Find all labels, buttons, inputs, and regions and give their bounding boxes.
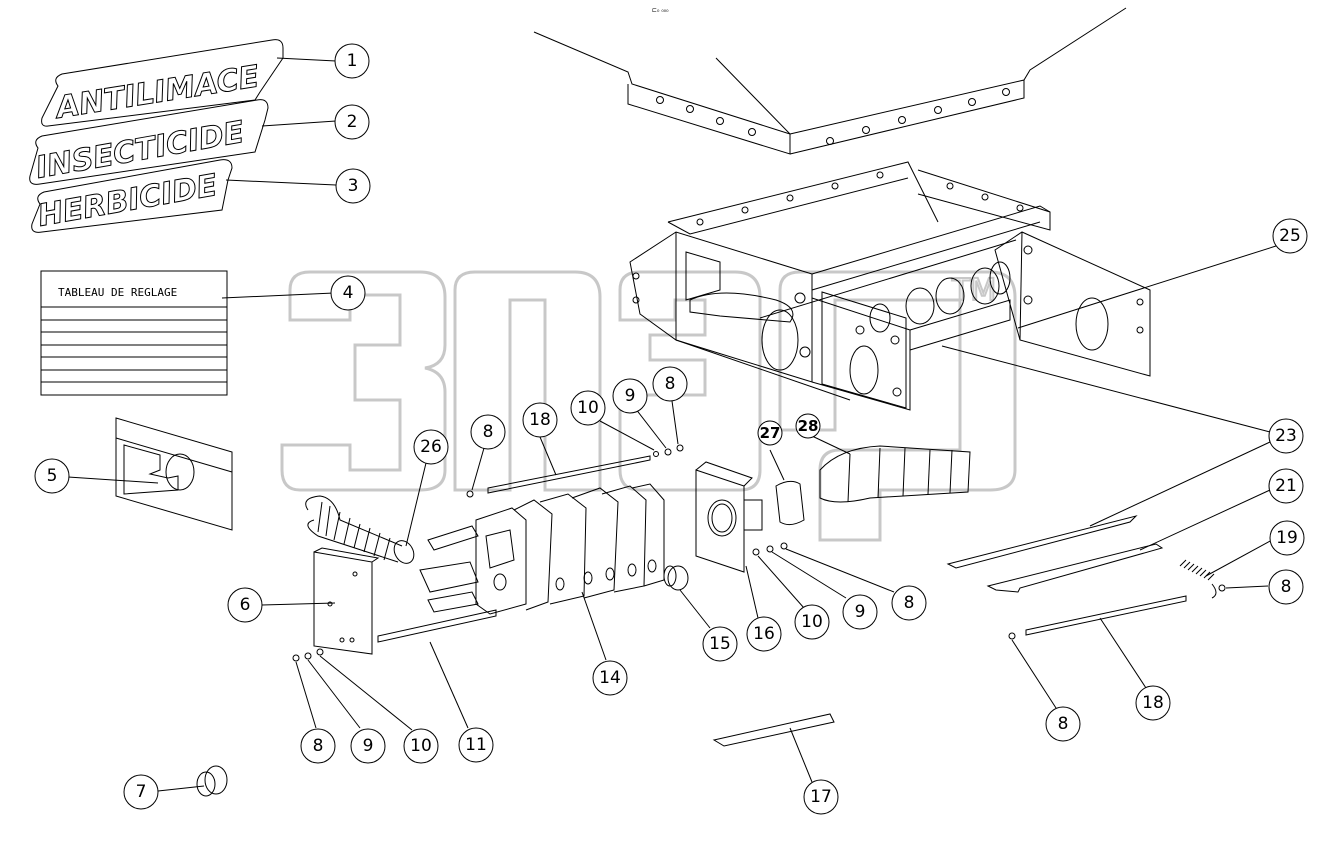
- callout-10-upper: 10: [570, 390, 606, 426]
- svg-text:7: 7: [136, 782, 147, 802]
- callout-8-upper-left: 8: [470, 414, 506, 450]
- svg-text:8: 8: [313, 736, 324, 756]
- svg-text:17: 17: [810, 787, 832, 807]
- callout-10-middle: 10: [794, 604, 830, 640]
- svg-text:5: 5: [47, 466, 58, 486]
- main-body-frame: [629, 161, 1151, 411]
- callout-26: 26: [413, 429, 449, 465]
- svg-text:16: 16: [753, 624, 775, 644]
- part-19-spring: [1179, 559, 1217, 599]
- callout-9-upper: 9: [612, 378, 648, 414]
- callout-2: 2: [334, 104, 370, 140]
- svg-text:8: 8: [483, 422, 494, 442]
- callout-15: 15: [702, 626, 738, 662]
- part-6-plate: [313, 547, 380, 655]
- fasteners: [292, 444, 1226, 662]
- callout-11: 11: [458, 727, 494, 763]
- svg-text:8: 8: [1058, 714, 1069, 734]
- part-16-flange-plate: [695, 461, 763, 573]
- svg-text:6: 6: [240, 595, 251, 615]
- callout-8-right-bottom: 8: [1045, 706, 1081, 742]
- svg-text:28: 28: [798, 417, 819, 435]
- svg-text:18: 18: [529, 410, 551, 430]
- svg-text:10: 10: [801, 612, 823, 632]
- part-26-corrugated-hose: [305, 495, 415, 564]
- svg-text:10: 10: [410, 736, 432, 756]
- callout-17: 17: [803, 779, 839, 815]
- callout-9-middle: 9: [842, 594, 878, 630]
- svg-text:21: 21: [1275, 476, 1297, 496]
- svg-text:10: 10: [577, 398, 599, 418]
- part-11-rod: [377, 609, 497, 643]
- callout-4: 4: [330, 275, 366, 311]
- svg-text:8: 8: [904, 593, 915, 613]
- part-18-rod-right: [1025, 595, 1187, 636]
- callout-18-right: 18: [1135, 685, 1171, 721]
- svg-text:4: 4: [343, 283, 354, 303]
- svg-text:26: 26: [420, 437, 442, 457]
- svg-text:25: 25: [1279, 226, 1301, 246]
- callout-9-left-bottom: 9: [350, 728, 386, 764]
- part-23-blade: [946, 515, 1138, 569]
- part-28-hose: [819, 445, 971, 503]
- svg-text:8: 8: [1281, 577, 1292, 597]
- callout-10-left-bottom: 10: [403, 728, 439, 764]
- callout-27: 27: [757, 420, 783, 446]
- callout-8-middle: 8: [891, 585, 927, 621]
- part-21-angle-strip: [986, 543, 1164, 593]
- settings-table-plate: TABLEAU DE REGLAGE: [40, 270, 228, 396]
- svg-text:9: 9: [625, 386, 636, 406]
- svg-text:23: 23: [1275, 426, 1297, 446]
- callout-14: 14: [592, 660, 628, 696]
- svg-text:11: 11: [465, 735, 487, 755]
- part-27-sleeve: [775, 480, 805, 526]
- callout-25: 25: [1272, 218, 1308, 254]
- watermark-logo: TM: [280, 270, 1017, 542]
- part-14-metering-unit: [419, 483, 665, 615]
- svg-text:27: 27: [760, 424, 781, 442]
- callout-8-left-bottom: 8: [300, 728, 336, 764]
- part-5-label-plate: [115, 417, 233, 531]
- svg-text:8: 8: [665, 374, 676, 394]
- part-18-rod-upper: [487, 455, 651, 494]
- leader-lines: [67, 57, 1277, 792]
- callout-21: 21: [1268, 468, 1304, 504]
- svg-text:15: 15: [709, 634, 731, 654]
- decal-antilimace: ANTILIMACE: [41, 39, 284, 127]
- top-hood: [533, 7, 1127, 155]
- svg-text:19: 19: [1276, 528, 1298, 548]
- callout-23: 23: [1268, 418, 1304, 454]
- svg-text:18: 18: [1142, 693, 1164, 713]
- callout-28: 28: [795, 413, 821, 439]
- callout-5: 5: [34, 458, 70, 494]
- part-7-bushing: [196, 765, 228, 797]
- callout-18-upper: 18: [522, 402, 558, 438]
- svg-text:3: 3: [348, 176, 359, 196]
- svg-text:9: 9: [855, 602, 866, 622]
- svg-text:14: 14: [599, 668, 621, 688]
- svg-text:1: 1: [347, 51, 358, 71]
- part-17-deflector: [712, 713, 835, 747]
- callout-1: 1: [334, 43, 370, 79]
- callout-3: 3: [335, 168, 371, 204]
- callout-6: 6: [227, 587, 263, 623]
- callout-16: 16: [746, 616, 782, 652]
- callout-7: 7: [123, 774, 159, 810]
- top-mark-text: ⊏₀ ₀₀₀: [652, 7, 669, 14]
- svg-text:9: 9: [363, 736, 374, 756]
- callout-19: 19: [1269, 520, 1305, 556]
- part-15-bushing: [663, 565, 689, 591]
- decal-insecticide-text: INSECTICIDE: [33, 115, 247, 186]
- callout-8-upper: 8: [652, 366, 688, 402]
- svg-text:2: 2: [347, 112, 358, 132]
- settings-table-title: TABLEAU DE REGLAGE: [58, 286, 177, 299]
- callout-8-right: 8: [1268, 569, 1304, 605]
